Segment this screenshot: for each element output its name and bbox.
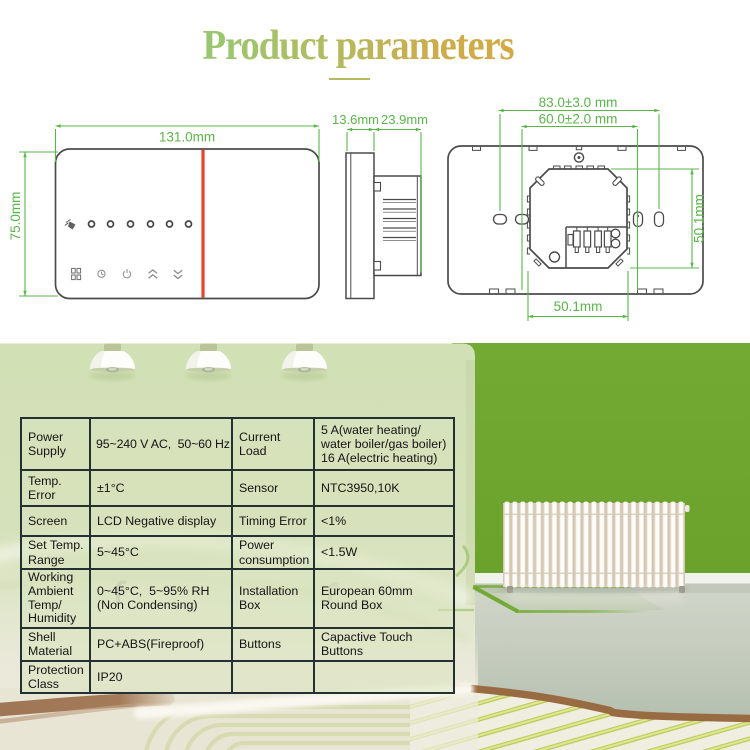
svg-text:60.0±2.0 mm: 60.0±2.0 mm: [539, 112, 618, 127]
svg-text:83.0±3.0 mm: 83.0±3.0 mm: [539, 95, 618, 110]
svg-text:75.0mm: 75.0mm: [8, 192, 23, 241]
svg-text:50.1mm: 50.1mm: [554, 299, 603, 314]
svg-text:131.0mm: 131.0mm: [159, 130, 215, 145]
svg-text:50.1mm: 50.1mm: [692, 194, 707, 243]
svg-text:23.9mm: 23.9mm: [381, 112, 428, 127]
svg-text:13.6mm: 13.6mm: [332, 112, 379, 127]
